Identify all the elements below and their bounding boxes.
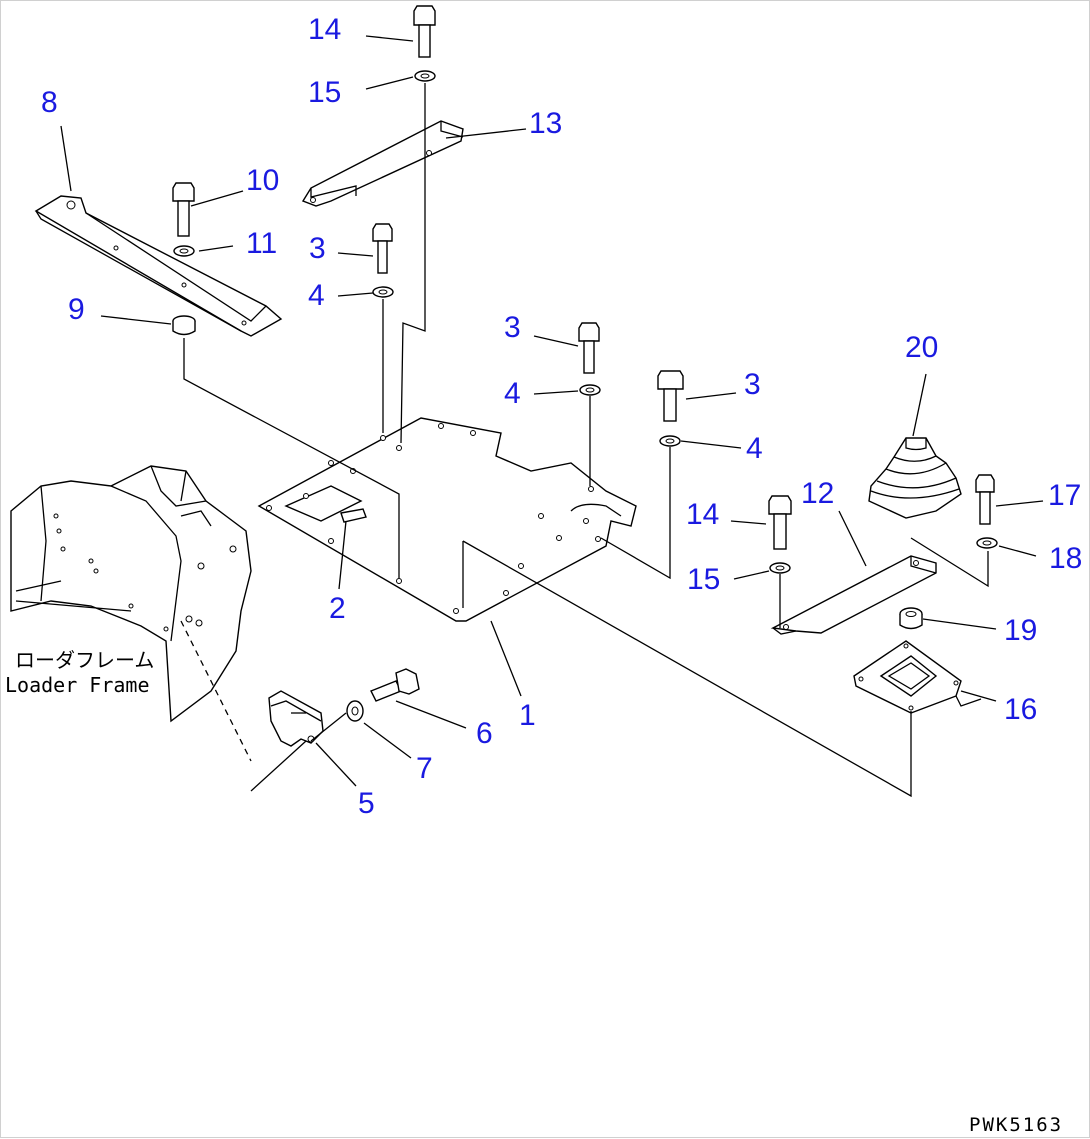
callout-3b: 3 bbox=[504, 311, 521, 344]
washer-15-top bbox=[414, 70, 436, 82]
bolt-3-left bbox=[372, 223, 393, 274]
callout-3c: 3 bbox=[744, 368, 761, 401]
callout-14b: 14 bbox=[686, 498, 719, 531]
callout-13: 13 bbox=[529, 107, 562, 140]
callout-15a: 15 bbox=[308, 76, 341, 109]
bolt-14-right bbox=[768, 495, 792, 550]
callout-2: 2 bbox=[329, 592, 346, 625]
callout-17: 17 bbox=[1048, 479, 1081, 512]
callouts: 1 2 3 3 3 4 4 4 5 6 7 8 9 10 11 12 13 14… bbox=[41, 13, 1082, 820]
bolt-10 bbox=[172, 182, 195, 237]
washer-15-right bbox=[769, 562, 791, 574]
cover-part-16 bbox=[853, 640, 982, 714]
callout-7: 7 bbox=[416, 752, 433, 785]
assembly-lines bbox=[183, 83, 989, 798]
callout-9: 9 bbox=[68, 293, 85, 326]
bracket-part-12 bbox=[770, 555, 937, 635]
callout-14a: 14 bbox=[308, 13, 341, 46]
callout-4c: 4 bbox=[746, 432, 763, 465]
bolt-14-top bbox=[413, 5, 436, 58]
bracket-part-5 bbox=[268, 690, 324, 747]
bar-part-8 bbox=[34, 195, 283, 337]
callout-5: 5 bbox=[358, 787, 375, 820]
callout-19: 19 bbox=[1004, 614, 1037, 647]
washer-4-right bbox=[659, 435, 681, 447]
callout-4b: 4 bbox=[504, 377, 521, 410]
bracket-part-13 bbox=[301, 120, 464, 207]
loader-frame-drawing bbox=[10, 465, 252, 762]
callout-16: 16 bbox=[1004, 693, 1037, 726]
callout-6: 6 bbox=[476, 717, 493, 750]
frame-label-english: Loader Frame bbox=[5, 673, 150, 697]
washer-11 bbox=[173, 245, 195, 257]
callout-18: 18 bbox=[1049, 542, 1082, 575]
spacer-part-9 bbox=[172, 315, 196, 336]
callout-8: 8 bbox=[41, 86, 58, 119]
nut-part-19 bbox=[899, 607, 923, 630]
callout-11: 11 bbox=[246, 227, 277, 260]
frame-label-japanese: ローダフレーム bbox=[15, 648, 154, 672]
bolt-part-6 bbox=[370, 668, 420, 702]
boot-part-20 bbox=[868, 437, 962, 519]
washer-4-middle bbox=[579, 384, 601, 396]
callout-3a: 3 bbox=[309, 232, 326, 265]
bolt-17 bbox=[975, 474, 995, 525]
callout-leaders bbox=[60, 35, 1044, 787]
callout-1: 1 bbox=[519, 699, 536, 732]
callout-10: 10 bbox=[246, 164, 279, 197]
washer-part-7 bbox=[346, 700, 364, 722]
bolt-3-right bbox=[657, 370, 684, 422]
drawing-code: PWK5163 bbox=[969, 1114, 1063, 1136]
bolt-3-middle bbox=[578, 322, 600, 374]
washer-4-left bbox=[372, 286, 394, 298]
washer-18 bbox=[976, 537, 998, 549]
callout-12: 12 bbox=[801, 477, 834, 510]
callout-20: 20 bbox=[905, 331, 938, 364]
floor-plate bbox=[257, 417, 637, 622]
callout-15b: 15 bbox=[687, 563, 720, 596]
callout-4a: 4 bbox=[308, 279, 325, 312]
